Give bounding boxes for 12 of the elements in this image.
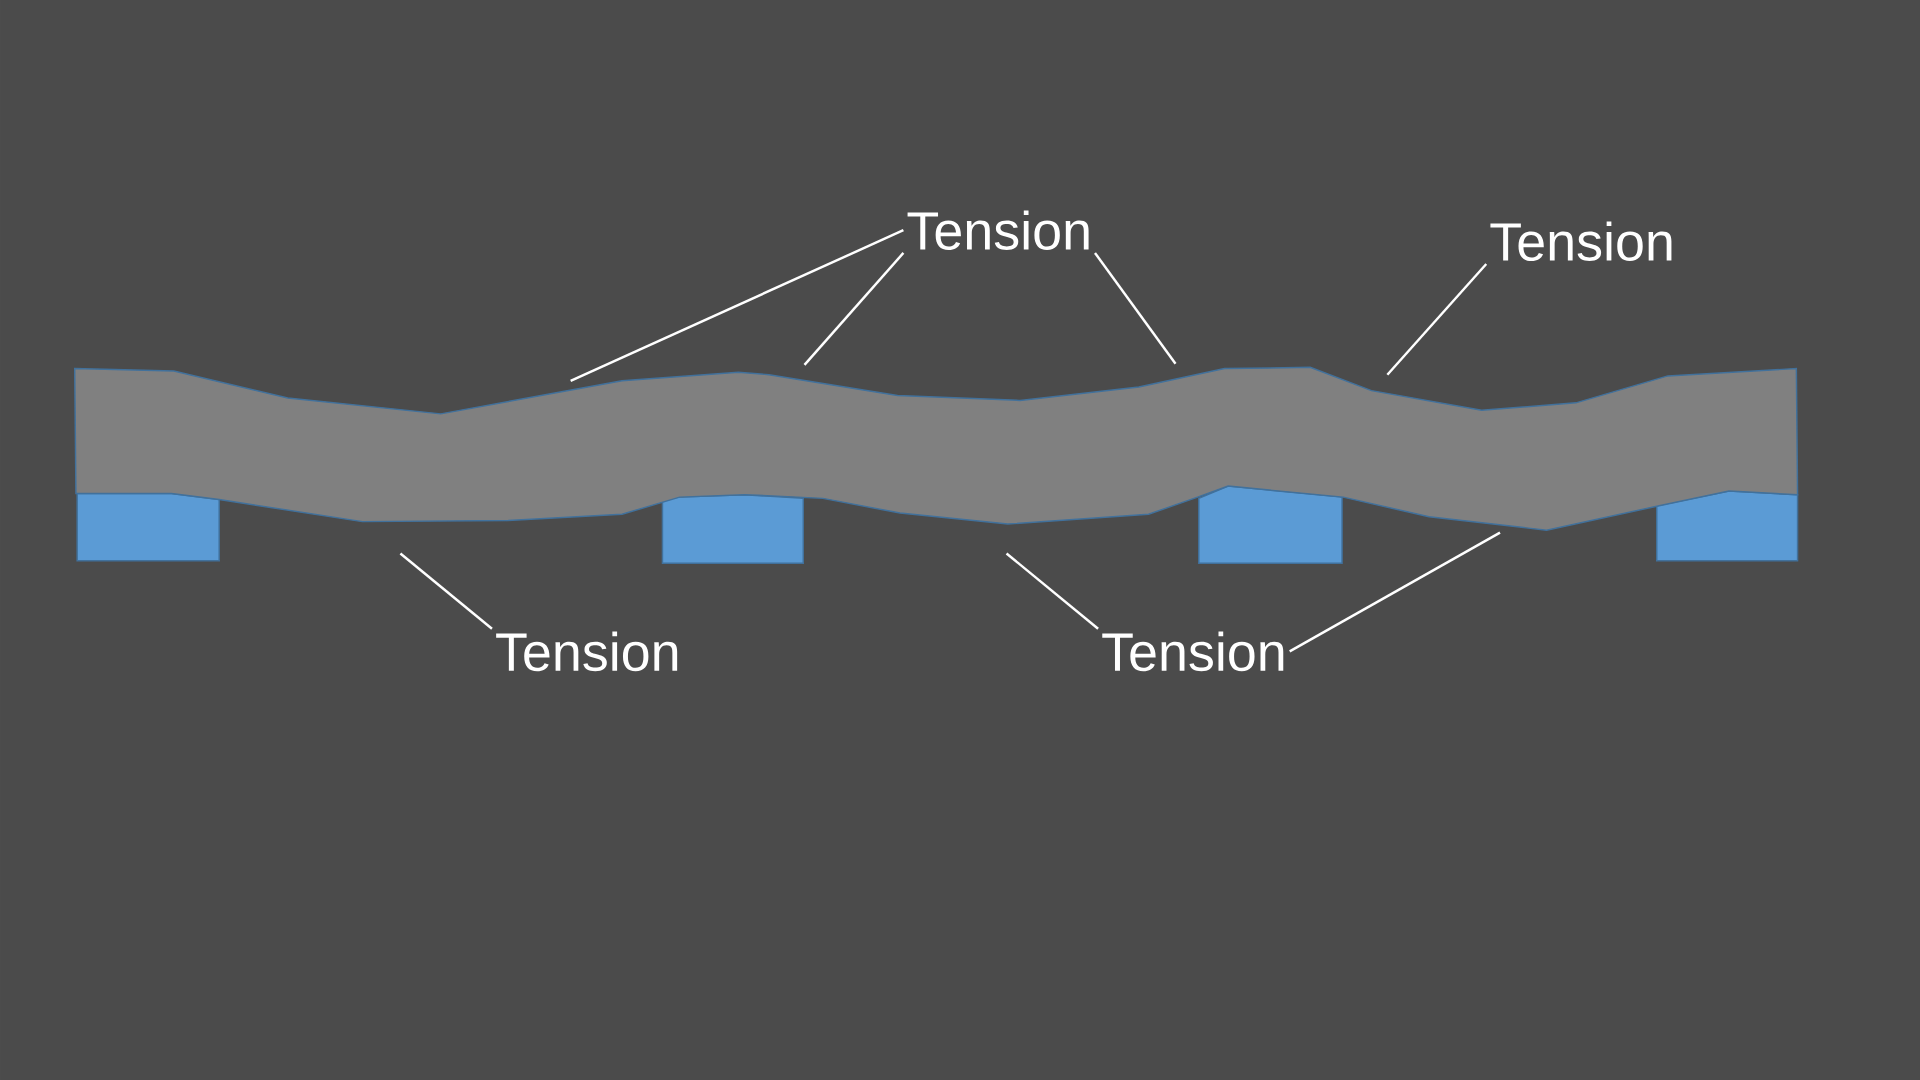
- leader-line: [803, 252, 905, 366]
- label-text: Tension: [1490, 221, 1672, 261]
- leader-line: [1094, 252, 1177, 365]
- leader-line: [1289, 531, 1501, 653]
- slab-drawing: [73, 366, 1799, 564]
- label-text: Tension: [1102, 631, 1284, 672]
- leader-line: [399, 552, 493, 630]
- label-text: Tension: [496, 631, 678, 672]
- leader-line: [1005, 552, 1099, 630]
- leader-line: [570, 229, 904, 382]
- leader-line: [1386, 263, 1488, 376]
- label-text: Tension: [907, 210, 1089, 250]
